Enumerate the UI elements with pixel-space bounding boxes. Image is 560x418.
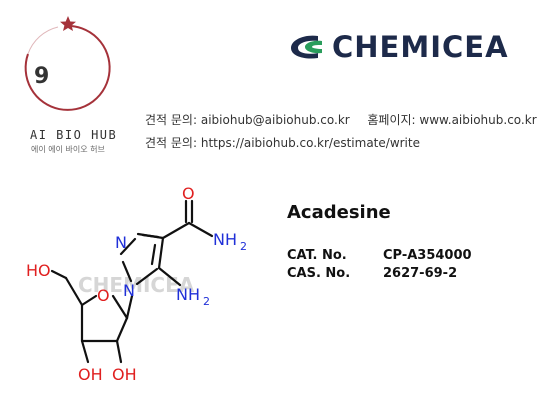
- atom-nh-amide: NH: [213, 230, 237, 249]
- cat-value: CP-A354000: [383, 248, 472, 263]
- contact-label: 견적 문의:: [145, 113, 198, 127]
- bond-lines: [50, 199, 214, 364]
- cat-label: CAT. No.: [287, 248, 347, 263]
- atom-nitrogen-ring: N: [115, 233, 127, 252]
- structure-watermark: CHEMICEA: [78, 273, 195, 297]
- cas-label: CAS. No.: [287, 266, 351, 281]
- atom-nh-amino: NH: [176, 285, 200, 304]
- chemicea-swirl-icon: [291, 35, 322, 59]
- homepage-link[interactable]: www.aibiohub.co.kr: [419, 113, 537, 127]
- atom-nitrogen-glycosidic: N: [123, 281, 135, 300]
- cat-number-row: CAT. No. CP-A354000: [287, 248, 472, 263]
- contact-email[interactable]: aibiohub@aibiohub.co.kr: [200, 113, 350, 127]
- logo-brand-text: AI BIO HUB: [30, 128, 118, 142]
- logo-star-icon: [60, 16, 76, 31]
- chemical-structure: CHEMICEA O NH 2 N N NH: [26, 184, 247, 384]
- atom-oh-c2: OH: [112, 365, 137, 384]
- aibiohub-logo: 9 AI BIO HUB 에이 에이 바이오 허브: [20, 14, 130, 154]
- homepage-label: 홈페이지:: [367, 113, 416, 127]
- contact-label: 견적 문의:: [145, 136, 198, 150]
- cas-value: 2627-69-2: [383, 266, 458, 281]
- logo-number: 9: [34, 64, 50, 89]
- cas-number-row: CAS. No. 2627-69-2: [287, 266, 457, 281]
- contact-line-1: 견적 문의: aibiohub@aibiohub.co.kr 홈페이지: www…: [145, 111, 537, 128]
- logo-sub-text: 에이 에이 바이오 허브: [31, 145, 105, 154]
- logo-ring-icon: [24, 16, 111, 111]
- compound-name: Acadesine: [287, 202, 391, 223]
- atom-nh-amino-subscript: 2: [203, 295, 210, 308]
- atom-oxygen-carbonyl: O: [182, 184, 195, 203]
- atom-nh-amide-subscript: 2: [240, 240, 247, 253]
- atom-oh-c3: OH: [78, 365, 103, 384]
- contact-line-2: 견적 문의: https://aibiohub.co.kr/estimate/w…: [145, 134, 420, 151]
- chemicea-logo: CHEMICEA: [288, 30, 509, 64]
- estimate-link[interactable]: https://aibiohub.co.kr/estimate/write: [200, 136, 420, 150]
- chemicea-wordmark: CHEMICEA: [332, 30, 509, 64]
- atom-oxygen-ring: O: [97, 286, 110, 305]
- atom-ho-hydroxymethyl: HO: [26, 261, 51, 280]
